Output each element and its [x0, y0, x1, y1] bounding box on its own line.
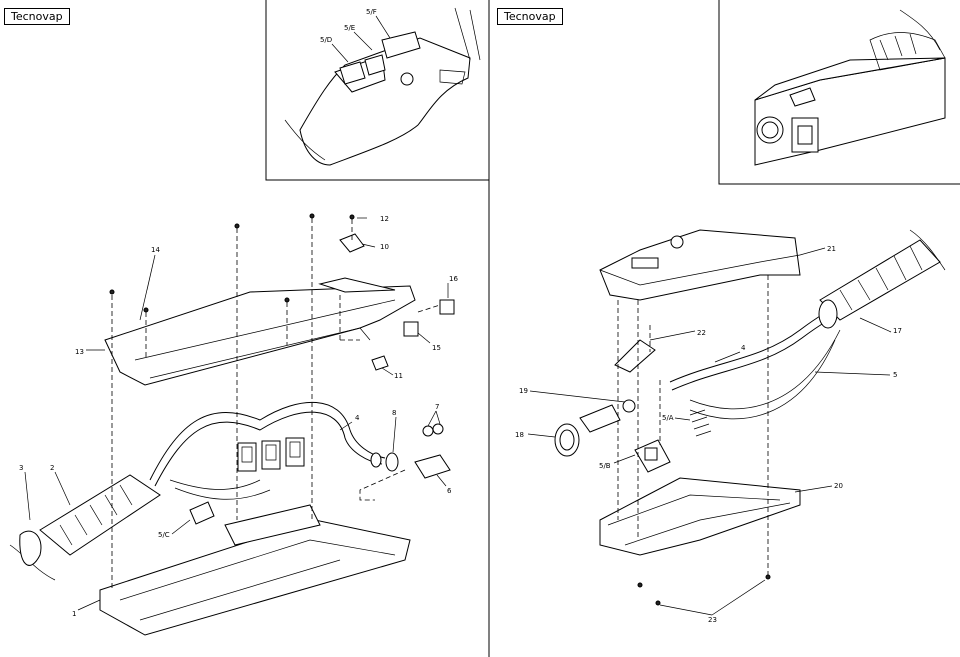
left-assembly [9, 213, 455, 636]
right-assembly [554, 229, 946, 606]
callout-8: 8 [392, 409, 396, 417]
callout-11: 11 [394, 372, 403, 380]
inset-callout-5d: 5/D [320, 36, 332, 44]
callout-23: 23 [708, 616, 717, 624]
callout-2: 2 [50, 464, 54, 472]
callout-4-left: 4 [355, 414, 360, 422]
callout-6: 6 [447, 487, 452, 495]
callout-7: 7 [435, 403, 439, 411]
inset-frame-right [718, 0, 960, 185]
callout-17: 17 [893, 327, 902, 335]
callout-21: 21 [827, 245, 836, 253]
inset-callout-5e: 5/E [344, 24, 355, 32]
callout-20: 20 [834, 482, 843, 490]
callout-10: 10 [380, 243, 389, 251]
callout-12: 12 [380, 215, 389, 223]
callout-16: 16 [449, 275, 458, 283]
inset-handle-switches [284, 7, 481, 166]
brand-label-left: Tecnovap [4, 8, 70, 25]
callout-22: 22 [697, 329, 706, 337]
callout-5c: 5/C [158, 531, 170, 539]
callout-1: 1 [72, 610, 76, 618]
callout-14: 14 [151, 246, 160, 254]
inset-connector [754, 9, 946, 166]
callout-18: 18 [515, 431, 524, 439]
callout-5b: 5/B [599, 462, 611, 470]
callout-19: 19 [519, 387, 528, 395]
inset-callout-5f: 5/F [366, 8, 377, 16]
callout-5: 5 [893, 371, 897, 379]
callout-4-right: 4 [741, 344, 746, 352]
callout-5a: 5/A [662, 414, 674, 422]
brand-label-right: Tecnovap [497, 8, 563, 25]
callout-3: 3 [19, 464, 23, 472]
callout-13: 13 [75, 348, 84, 356]
callout-15: 15 [432, 344, 441, 352]
inset-frame-left [265, 0, 489, 181]
